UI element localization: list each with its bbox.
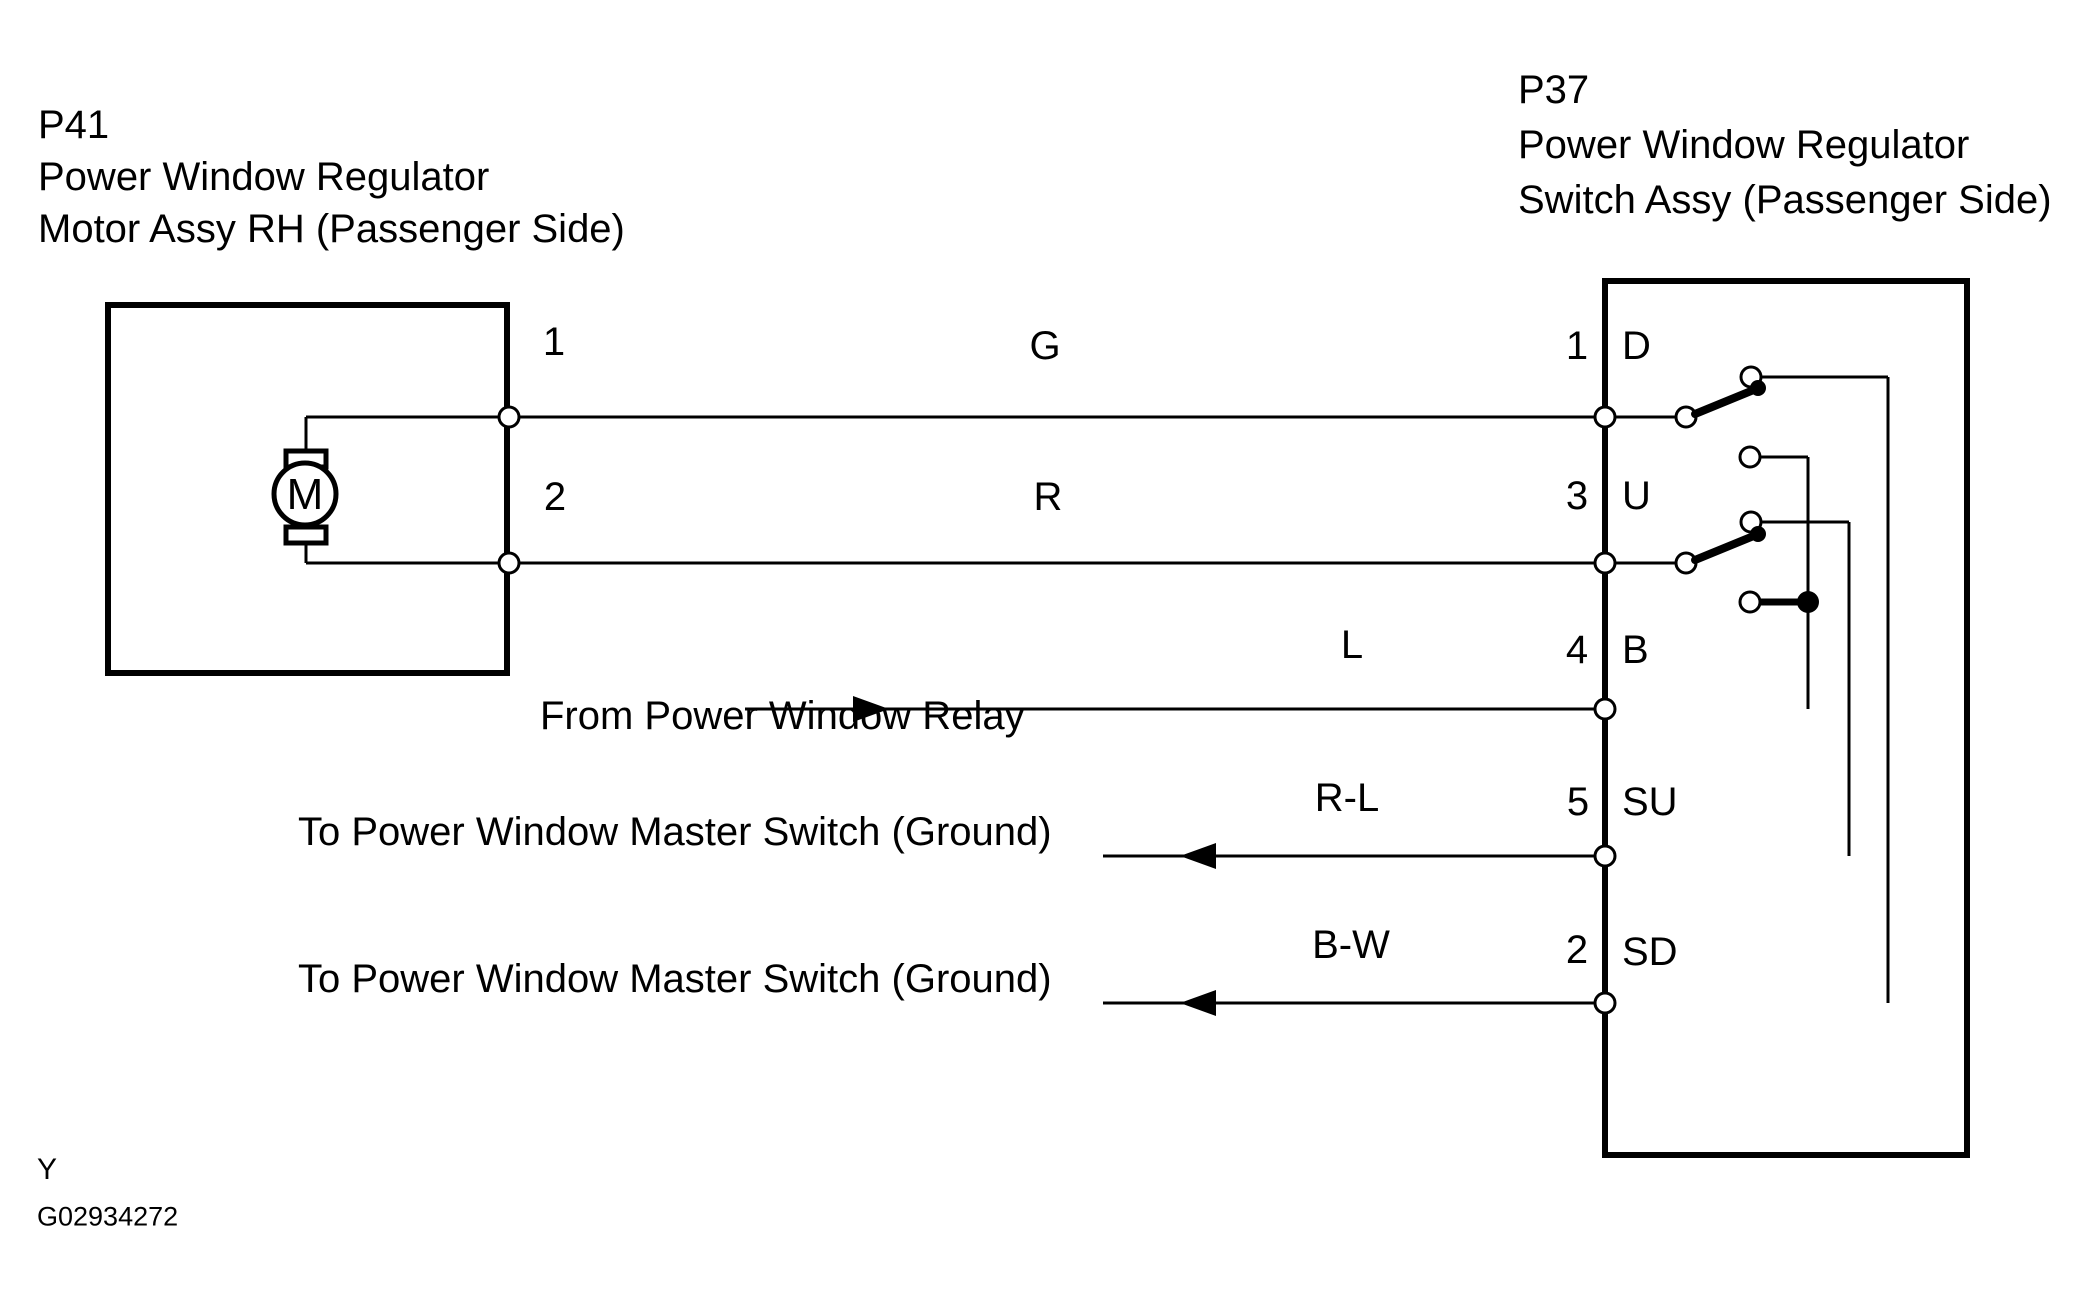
u-switch-arm — [1691, 531, 1760, 564]
motor-pin-1-number: 1 — [542, 320, 566, 364]
switch-pin-1-number: 1 — [1565, 324, 1589, 368]
ground-arrow-sd-left — [1180, 990, 1216, 1016]
b-lower-contact — [1738, 590, 1762, 614]
terminal-label-d: D — [1622, 324, 1651, 368]
wire-label-r: R — [1033, 475, 1063, 519]
p41-name-line-2: Motor Assy RH (Passenger Side) — [38, 207, 625, 251]
motor-symbol-letter: M — [286, 470, 324, 519]
p37-id: P37 — [1518, 68, 1590, 112]
relay-arrow-right — [853, 696, 889, 722]
u-switch-arm-tip — [1750, 526, 1766, 542]
relay-annotation: From Power Window Relay — [540, 694, 1025, 738]
p41-id: P41 — [38, 103, 110, 147]
switch-pin-4-terminal — [1593, 697, 1617, 721]
p37-name-line-1: Power Window Regulator — [1518, 123, 1970, 167]
switch-pin-4-number: 4 — [1565, 628, 1589, 672]
wire-label-r-l: R-L — [1314, 776, 1380, 820]
terminal-label-su: SU — [1622, 780, 1678, 824]
switch-pin-2-terminal — [1593, 991, 1617, 1015]
motor-symbol — [271, 460, 339, 528]
ground-arrow-su-left — [1180, 843, 1216, 869]
b-upper-contact — [1738, 445, 1762, 469]
ground-annotation-sd: To Power Window Master Switch (Ground) — [298, 957, 1052, 1001]
terminal-label-sd: SD — [1622, 930, 1678, 974]
d-switch-arm-tip — [1750, 380, 1766, 396]
switch-pin-5-terminal — [1593, 844, 1617, 868]
p41-name-line-1: Power Window Regulator — [38, 155, 490, 199]
ground-annotation-su: To Power Window Master Switch (Ground) — [298, 810, 1052, 854]
switch-pin-3-terminal — [1593, 551, 1617, 575]
wire-label-b-w: B-W — [1312, 923, 1390, 967]
footer-revision: Y — [37, 1153, 58, 1186]
motor-pin-2-terminal — [497, 551, 521, 575]
switch-pin-5-number: 5 — [1566, 780, 1590, 824]
switch-pin-2-number: 2 — [1565, 928, 1589, 972]
wire-label-g: G — [1029, 324, 1061, 368]
motor-connector-box — [105, 302, 510, 676]
switch-pin-3-number: 3 — [1565, 474, 1589, 518]
wire-label-l: L — [1340, 623, 1364, 667]
footer-figure-id: G02934272 — [37, 1201, 179, 1232]
switch-pin-1-terminal — [1593, 405, 1617, 429]
d-switch-arm — [1691, 385, 1760, 418]
motor-pin-1-terminal — [497, 405, 521, 429]
b-junction-dot — [1797, 591, 1819, 613]
terminal-label-b: B — [1622, 628, 1649, 672]
p37-name-line-2: Switch Assy (Passenger Side) — [1518, 178, 2052, 222]
terminal-label-u: U — [1622, 474, 1651, 518]
motor-pin-2-number: 2 — [543, 475, 567, 519]
